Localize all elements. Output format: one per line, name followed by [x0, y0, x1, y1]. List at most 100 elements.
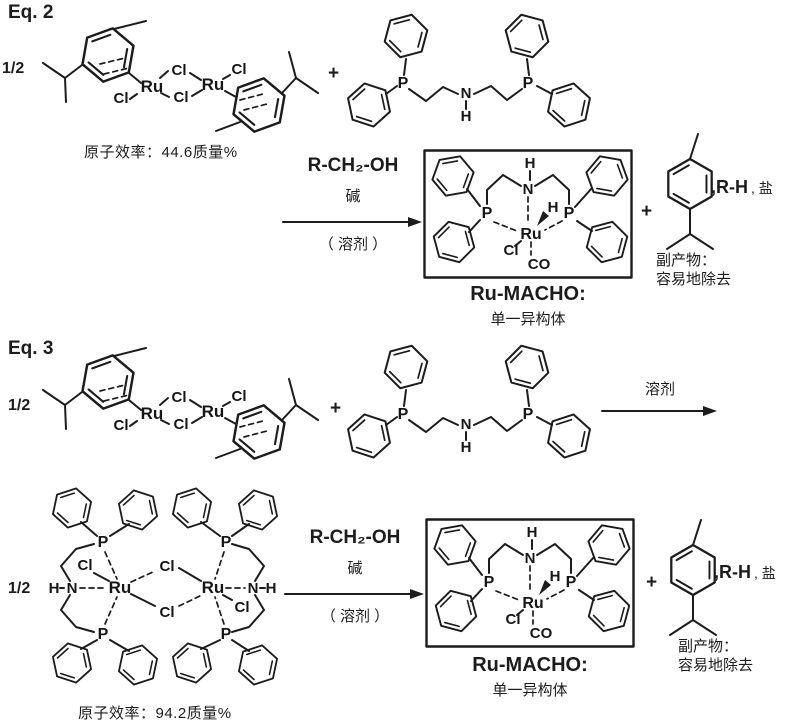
eq3-label: Eq. 3	[8, 338, 54, 359]
eq2-byproduct-rh: ,R-H	[711, 177, 748, 197]
benzene-ring	[581, 149, 633, 203]
atom-label-n: N	[67, 580, 78, 597]
atom-label-cl: Cl	[504, 242, 519, 259]
structure-ru-pcymene-dimer: Ru Cl Cl Cl Ru Cl	[42, 347, 319, 464]
eq3-solvent-2: （ 溶剂 ）	[320, 608, 390, 625]
atom-label-h: H	[461, 439, 472, 456]
atom-label-ru: Ru	[202, 402, 225, 421]
eq2-byproduct-salt: , 盐	[751, 180, 773, 196]
benzene-ring	[344, 78, 394, 132]
structure-p-cymene-byproduct	[669, 519, 717, 636]
eq2-plus: +	[328, 63, 340, 84]
atom-label-p: P	[564, 205, 575, 222]
eq3-atom-efficiency: 原子效率：94.2质量%	[78, 705, 232, 722]
benzene-ring	[49, 483, 95, 533]
eq3-solvent-1: 溶剂	[644, 381, 675, 398]
eq3-byproduct-note-line2: 容易地除去	[678, 657, 754, 674]
eq2-byproduct-note-line2: 容易地除去	[656, 271, 732, 288]
eq3-byproduct-rh: ,R-H	[714, 562, 751, 582]
eq2-solvent: （ 溶剂 ）	[318, 236, 388, 253]
bonds	[468, 539, 595, 625]
atom-label-ru: Ru	[522, 595, 543, 612]
eq3-byproduct-salt: , 盐	[754, 565, 776, 581]
atom-label-p: P	[221, 534, 232, 551]
atom-label-h: H	[550, 568, 561, 585]
structure-ru-macho-complex-boxed: H N Ru H P P Cl CO	[425, 518, 635, 648]
atom-label-n: N	[525, 550, 536, 567]
structure-ru-pcymene-dimer: Ru Cl Cl Cl Ru Cl	[42, 20, 319, 137]
eq3-byproduct-note: 副产物： 容易地除去	[678, 637, 753, 675]
eq2-product-name: Ru-MACHO:	[470, 283, 586, 305]
bonds	[385, 58, 553, 110]
benzene-ring	[380, 339, 432, 395]
structure-ru-macho-complex-boxed: H N Ru H P P Cl CO	[423, 149, 633, 279]
atom-label-h: H	[525, 155, 536, 172]
atom-label-h: H	[461, 108, 472, 125]
benzene-ring	[78, 23, 138, 87]
eq2-label: Eq. 2	[8, 2, 54, 23]
eq3-byproduct-note-line1: 副产物：	[678, 638, 739, 655]
eq2-reagent: R-CH₂-OH	[307, 155, 399, 176]
atom-label-p: P	[482, 205, 493, 222]
benzene-ring	[432, 585, 480, 637]
bonds	[42, 347, 319, 459]
atom-label-ru: Ru	[202, 75, 225, 94]
benzene-ring	[380, 8, 432, 64]
eq3-plus-byproduct: +	[646, 572, 658, 593]
reaction-arrow	[282, 217, 422, 227]
bonds	[42, 20, 319, 132]
atom-label-cl: Cl	[232, 61, 247, 78]
bonds	[666, 133, 714, 250]
benzene-ring	[544, 78, 594, 132]
atom-label-cl: Cl	[174, 89, 189, 106]
eq3-product-name: Ru-MACHO:	[472, 654, 588, 676]
benzene-ring	[583, 518, 635, 572]
benzene-ring	[501, 339, 553, 395]
atom-label-p: P	[398, 406, 409, 423]
atom-label-p: P	[398, 75, 409, 92]
atom-label-n: N	[461, 416, 472, 433]
atom-label-h: H	[527, 524, 538, 541]
atom-label-h: H	[49, 580, 60, 597]
eq3-coefficient-2: 1/2	[8, 580, 31, 597]
atom-label-cl: Cl	[235, 599, 250, 616]
bonds	[466, 170, 593, 256]
benzene-ring	[344, 409, 394, 463]
atom-label-ru: Ru	[141, 77, 164, 96]
atom-label-cl: Cl	[172, 62, 187, 79]
eq3-byproduct-label: ,R-H, 盐	[714, 562, 776, 583]
atom-label-p: P	[484, 574, 495, 591]
structure-macho-ligand: P N H P	[344, 339, 594, 463]
structure-ru-macho-dimer-intermediate: H N Ru Ru N H Cl Cl Cl Cl P P P P	[49, 483, 281, 690]
atom-label-h: H	[548, 199, 559, 216]
benzene-ring	[115, 485, 161, 535]
benzene-ring	[430, 216, 478, 268]
atom-label-co: CO	[528, 256, 551, 273]
eq2-byproduct-label: ,R-H, 盐	[711, 177, 773, 198]
eq3-plus-1: +	[330, 398, 342, 419]
reaction-arrow	[284, 589, 424, 599]
bonds	[669, 519, 717, 636]
eq2-atom-efficiency: 原子效率：44.6质量%	[84, 144, 238, 161]
atom-label-p: P	[523, 406, 534, 423]
benzene-ring	[235, 485, 281, 535]
atom-label-n: N	[461, 85, 472, 102]
atom-label-ru: Ru	[202, 578, 225, 597]
eq2-product-note: 单一异构体	[490, 311, 566, 328]
eq2-plus-byproduct: +	[641, 201, 653, 222]
atom-label-p: P	[98, 534, 109, 551]
benzene-ring	[667, 157, 713, 211]
eq3-coefficient-1: 1/2	[8, 397, 31, 414]
atom-label-ru: Ru	[141, 404, 164, 423]
atom-label-n: N	[523, 181, 534, 198]
benzene-ring	[229, 400, 289, 464]
benzene-ring	[501, 8, 553, 64]
benzene-ring	[670, 543, 716, 597]
atom-label-p: P	[221, 626, 232, 643]
atom-label-h: H	[266, 580, 277, 597]
benzene-ring	[235, 640, 281, 690]
atom-label-cl: Cl	[172, 389, 187, 406]
benzene-ring-symbol	[0, 0, 21, 23]
benzene-ring	[78, 350, 138, 414]
